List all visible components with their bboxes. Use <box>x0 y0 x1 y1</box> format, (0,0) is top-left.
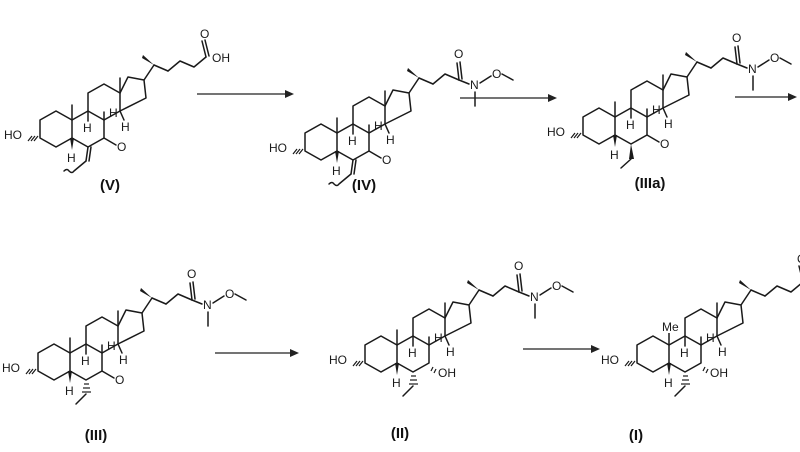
svg-text:O: O <box>225 287 234 301</box>
compound-v-hydroxyl: HO <box>4 128 22 142</box>
compound-v-acid-oh: OH <box>212 51 230 65</box>
reaction-arrow-2 <box>460 94 557 102</box>
svg-text:O: O <box>492 67 501 81</box>
compound-iv: HO O N O O <box>269 47 514 187</box>
svg-text:O: O <box>732 31 741 45</box>
compound-iv-nitrogen: N <box>470 78 479 92</box>
reaction-arrow-4 <box>215 349 299 357</box>
compound-label-v: (V) <box>100 177 120 194</box>
compound-v: HO O OH O <box>4 27 230 174</box>
compound-label-i: (I) <box>629 427 643 444</box>
reaction-arrow-1 <box>197 90 294 98</box>
compound-iii: HO O N O O <box>2 267 247 405</box>
compound-ii: HO O N O OH <box>329 259 574 397</box>
svg-text:O: O <box>797 252 800 266</box>
svg-text:OH: OH <box>438 366 456 380</box>
svg-text:O: O <box>187 267 196 281</box>
svg-text:O: O <box>454 47 463 61</box>
compound-i: HO Me O OH OH <box>601 252 800 397</box>
svg-text:O: O <box>200 27 209 41</box>
svg-text:O: O <box>117 140 126 154</box>
svg-text:O: O <box>382 153 391 167</box>
reaction-arrow-3 <box>735 93 797 101</box>
svg-text:O: O <box>115 373 124 387</box>
reaction-arrow-5 <box>523 345 600 353</box>
svg-text:HO: HO <box>547 125 565 139</box>
svg-text:N: N <box>530 290 539 304</box>
compound-iiia: HO O N O O <box>547 31 792 169</box>
svg-text:O: O <box>552 279 561 293</box>
compound-label-iv: (IV) <box>352 177 376 194</box>
compound-label-iii: (III) <box>85 427 108 444</box>
svg-text:O: O <box>770 51 779 65</box>
svg-text:HO: HO <box>269 141 287 155</box>
svg-text:OH: OH <box>710 366 728 380</box>
compound-label-iiia: (IIIa) <box>635 175 666 192</box>
svg-text:HO: HO <box>601 353 619 367</box>
compound-i-methyl: Me <box>662 320 679 334</box>
svg-text:N: N <box>203 298 212 312</box>
svg-text:O: O <box>514 259 523 273</box>
svg-text:HO: HO <box>329 353 347 367</box>
compound-label-ii: (II) <box>391 425 409 442</box>
svg-text:O: O <box>660 137 669 151</box>
svg-text:N: N <box>748 62 757 76</box>
svg-text:HO: HO <box>2 361 20 375</box>
